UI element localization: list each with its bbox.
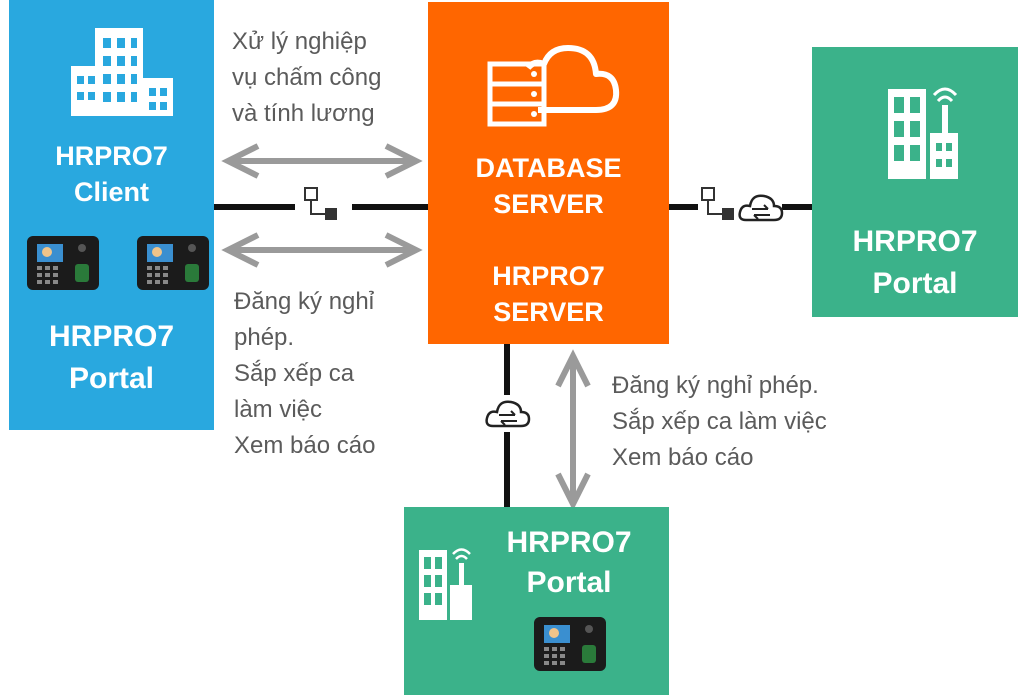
server-box: DATABASE SERVER HRPRO7 SERVER <box>428 2 669 344</box>
right-portal-line1: HRPRO7 <box>852 225 978 258</box>
note-line: làm việc <box>234 396 323 423</box>
portal-building-icon <box>419 548 472 620</box>
client-portal-line1: HRPRO7 <box>48 320 175 353</box>
note-line: Xem báo cáo <box>612 444 754 471</box>
note-line: Xem báo cáo <box>234 432 376 459</box>
double-arrow-top <box>221 143 423 179</box>
cloud-sync-icon <box>485 400 531 428</box>
network-node-icon <box>701 187 734 220</box>
cloud-sync-icon <box>738 194 784 222</box>
fingerprint-terminal-icon <box>27 236 99 290</box>
database-server-line2: SERVER <box>493 189 604 219</box>
client-box: HRPRO7 Client HRPRO7 Portal <box>9 0 214 430</box>
client-title-line2: Client <box>73 177 149 207</box>
bottom-portal-line2: Portal <box>526 566 612 599</box>
fingerprint-terminal-icon <box>534 617 606 671</box>
fingerprint-terminal-icon <box>137 236 209 290</box>
building-icon <box>71 28 173 116</box>
right-portal-box: HRPRO7 Portal <box>812 47 1018 317</box>
double-arrow-bottom <box>221 232 423 268</box>
note-bottom-right: Đăng ký nghỉ phép. Sắp xếp ca làm việc X… <box>612 368 827 476</box>
note-line: vụ chấm công <box>232 64 382 91</box>
note-line: Đăng ký nghỉ phép. <box>612 372 819 399</box>
note-line: Đăng ký nghỉ <box>234 288 375 315</box>
note-line: Sắp xếp ca <box>234 360 355 387</box>
note-line: Xử lý nghiệp <box>232 28 367 55</box>
hrpro7-server-line1: HRPRO7 <box>492 261 605 291</box>
note-line: và tính lương <box>232 100 375 127</box>
note-line: Sắp xếp ca làm việc <box>612 408 827 435</box>
double-arrow-vertical <box>555 349 591 511</box>
client-portal-line2: Portal <box>68 362 155 395</box>
portal-building-icon <box>888 87 958 179</box>
note-line: phép. <box>234 324 295 351</box>
bottom-portal-box: HRPRO7 Portal <box>404 507 669 695</box>
right-portal-line2: Portal <box>872 267 958 300</box>
note-top-left: Xử lý nghiệp vụ chấm công và tính lương <box>232 24 381 132</box>
database-server-line1: DATABASE <box>475 153 622 183</box>
hrpro7-server-line2: SERVER <box>493 297 604 327</box>
network-node-icon <box>304 187 337 220</box>
client-title-line1: HRPRO7 <box>55 141 168 171</box>
note-bottom-left: Đăng ký nghỉ phép. Sắp xếp ca làm việc X… <box>234 284 375 464</box>
bottom-portal-line1: HRPRO7 <box>506 526 632 559</box>
database-cloud-icon <box>487 45 620 127</box>
